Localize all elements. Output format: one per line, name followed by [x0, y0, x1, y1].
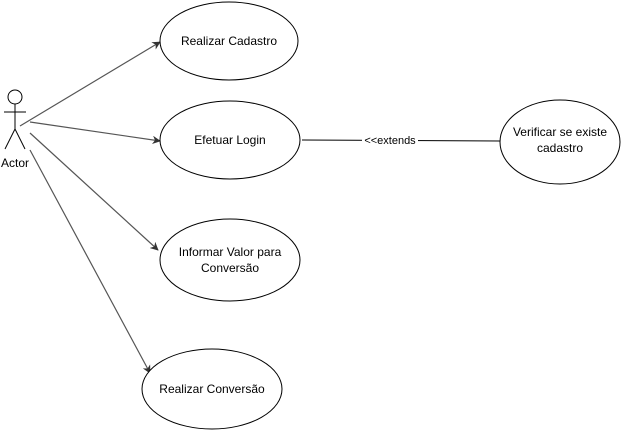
association-realizar-conversao [29, 149, 151, 374]
use-case-informar-valor [159, 218, 301, 302]
use-case-realizar-cadastro-label: Realizar Cadastro [181, 34, 277, 48]
use-case-realizar-conversao [141, 348, 283, 430]
actor-right-leg [14, 128, 26, 150]
use-case-efetuar-login [159, 100, 301, 180]
use-case-realizar-conversao-label: Realizar Conversão [159, 382, 265, 396]
use-case-verificar-cadastro-label-line1: Verificar se existe [513, 125, 607, 139]
use-case-realizar-cadastro [159, 1, 299, 81]
use-case-verificar-cadastro-label-line2: cadastro [537, 141, 583, 155]
actor-left-leg [4, 128, 16, 150]
use-case-verificar-cadastro [499, 99, 621, 185]
actor-head [7, 89, 23, 105]
use-case-informar-valor-label-line1: Informar Valor para [179, 245, 282, 259]
use-case-informar-valor-label-line2: Conversão [201, 261, 259, 275]
association-efetuar-login [29, 121, 161, 145]
actor-label: Actor [1, 156, 29, 170]
association-informar-valor [29, 132, 159, 251]
association-realizar-cadastro [19, 41, 161, 127]
extend-label-bg [362, 132, 418, 146]
extend-label: <<extends [364, 135, 416, 147]
actor-figure [4, 89, 26, 150]
use-case-efetuar-login-label: Efetuar Login [194, 133, 265, 147]
